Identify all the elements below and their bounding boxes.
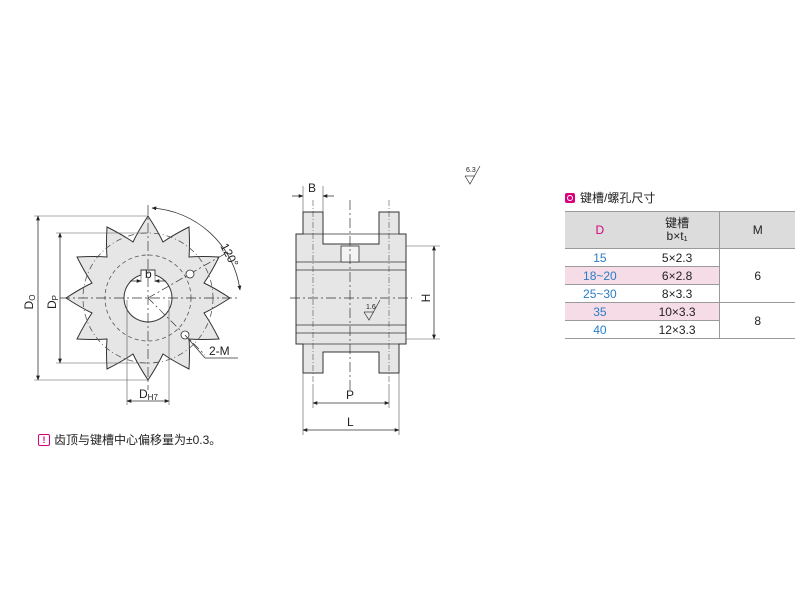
section-marker-icon xyxy=(565,192,575,203)
spec-table-title-text: 键槽/螺孔尺寸 xyxy=(580,191,656,205)
svg-text:6.3: 6.3 xyxy=(466,167,476,174)
roughness-symbol-global: 6.3 xyxy=(464,165,481,185)
cell-keyway: 6×2.8 xyxy=(634,266,720,285)
cell-d: 25~30 xyxy=(565,284,635,303)
thread-label: 2-M xyxy=(209,344,230,358)
svg-text:1.6: 1.6 xyxy=(366,304,376,311)
header-d: D xyxy=(565,211,635,249)
tolerance-note-text: 齿顶与键槽中心偏移量为±0.3。 xyxy=(54,433,222,447)
b-dim-label: B xyxy=(308,181,316,195)
cell-keyway: 12×3.3 xyxy=(634,320,720,339)
cell-m: 8 xyxy=(719,302,795,339)
roughness-symbol-inner: 1.6 xyxy=(363,299,381,321)
side-body xyxy=(295,211,407,374)
cell-m: 6 xyxy=(719,248,795,303)
h-label: H xyxy=(419,294,433,303)
angle-label: 120° xyxy=(217,241,241,270)
sprocket-side-view: B H P L 1.6 xyxy=(290,181,440,435)
table-row: 35 10×3.3 8 xyxy=(565,302,795,339)
header-m: M xyxy=(719,211,795,249)
table-row: 15 5×2.3 6 xyxy=(565,248,795,303)
l-label: L xyxy=(347,415,354,429)
tolerance-note: ! 齿顶与键槽中心偏移量为±0.3。 xyxy=(38,431,221,448)
cell-d: 15 xyxy=(565,248,635,267)
dp-label: DP xyxy=(45,295,60,309)
dh-label: DH7 xyxy=(139,387,158,402)
table-header-row: D 键槽 b×t₁ M xyxy=(565,211,795,249)
header-keyway-label: 键槽 xyxy=(665,216,690,230)
header-keyway: 键槽 b×t₁ xyxy=(634,211,720,249)
p-label: P xyxy=(346,388,354,402)
cell-d: 40 xyxy=(565,320,635,339)
cell-d: 35 xyxy=(565,302,635,321)
b-label: b xyxy=(145,267,152,281)
cell-keyway: 5×2.3 xyxy=(634,248,720,267)
cell-keyway: 8×3.3 xyxy=(634,284,720,303)
table-row: 40 12×3.3 xyxy=(565,320,795,339)
header-keyway-sub: b×t₁ xyxy=(666,229,688,243)
cell-d: 18~20 xyxy=(565,266,635,285)
keyway-spec-table: D 键槽 b×t₁ M 15 5×2.3 6 18~20 6×2.8 25~30… xyxy=(565,211,795,339)
cell-keyway: 10×3.3 xyxy=(634,302,720,321)
sprocket-front-view: 120° 2-M DO DP b DH7 xyxy=(22,205,241,405)
warning-icon: ! xyxy=(38,433,50,446)
spec-table-title: 键槽/螺孔尺寸 xyxy=(565,189,655,206)
do-label: DO xyxy=(22,295,37,310)
